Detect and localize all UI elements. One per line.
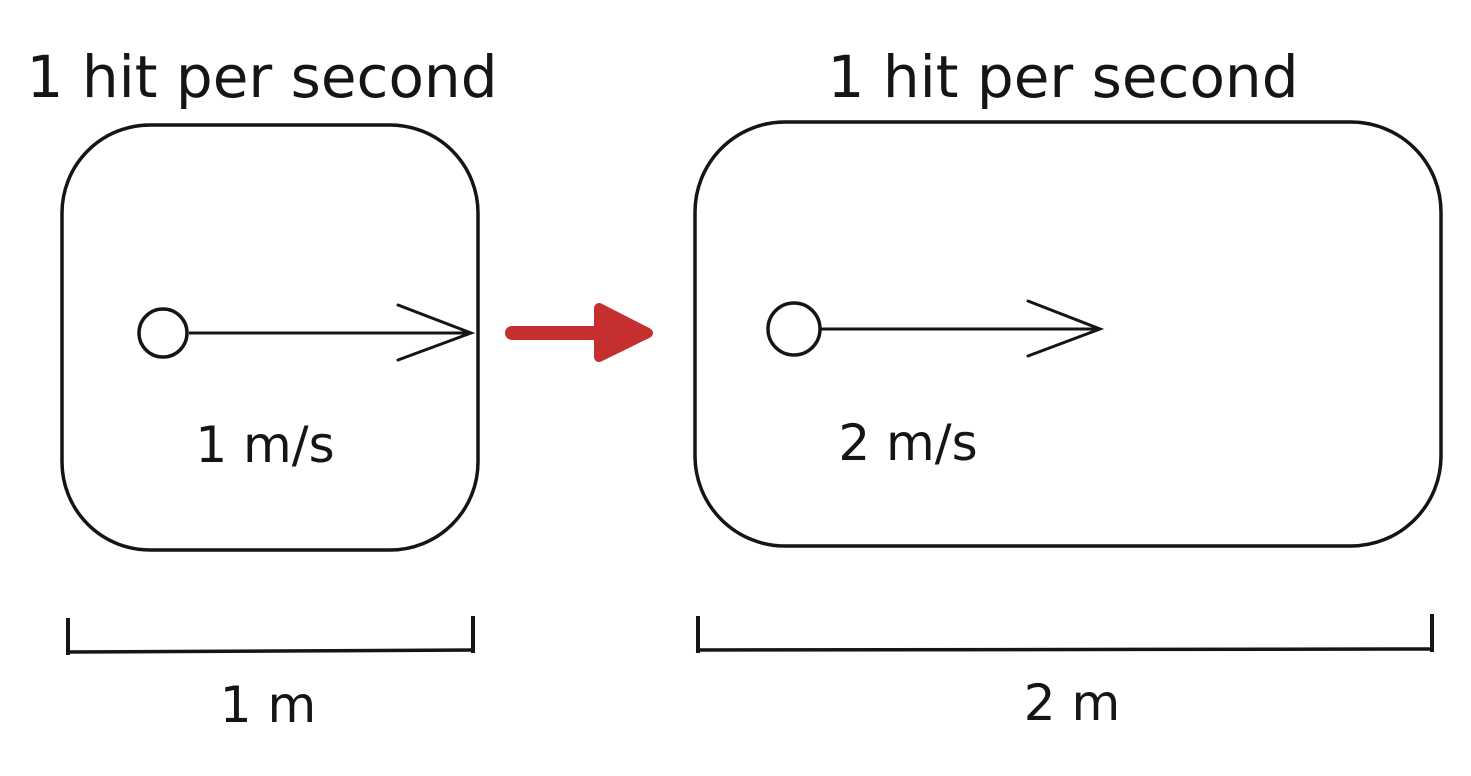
- right-box: [693, 120, 1443, 548]
- right-bracket-line: [695, 647, 1435, 652]
- right-ball-circle: [766, 301, 822, 357]
- right-title-label: 1 hit per second: [827, 43, 1298, 111]
- left-ball-circle: [137, 307, 189, 359]
- right-panel: 1 hit per second 2 m/s 2 m: [693, 43, 1443, 732]
- right-velocity-arrowhead-icon: [1026, 299, 1105, 358]
- transform-arrow-head: [594, 303, 653, 362]
- transform-arrow-icon: [505, 303, 653, 362]
- left-velocity-arrowhead-icon: [396, 303, 476, 362]
- right-width-bracket: [695, 614, 1435, 653]
- left-width-label: 1 m: [220, 676, 316, 734]
- right-width-label: 2 m: [1024, 674, 1120, 732]
- left-bracket-line: [65, 648, 476, 654]
- left-speed-label: 1 m/s: [195, 416, 334, 474]
- left-width-bracket: [65, 616, 476, 655]
- left-panel: 1 hit per second 1 m/s 1 m: [26, 43, 497, 734]
- left-title-label: 1 hit per second: [26, 43, 497, 111]
- right-speed-label: 2 m/s: [838, 414, 977, 472]
- left-box: [60, 123, 480, 552]
- transform-arrow-shaft: [505, 326, 607, 340]
- ink-layer: 1 hit per second 1 m/s 1 m 1 hit per sec…: [26, 43, 1443, 734]
